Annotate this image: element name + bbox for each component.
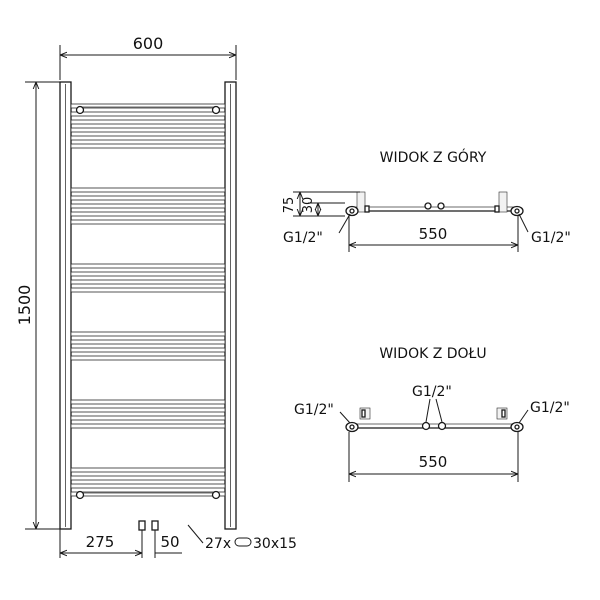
bottom-connector-left-label: G1/2" — [294, 402, 334, 418]
top-connector-left-leader — [338, 213, 351, 234]
bottom-right-bracket-slot — [501, 409, 506, 418]
heating-bar — [70, 219, 226, 225]
depth-inner-label: 30 — [301, 197, 316, 214]
tube-leader-line — [187, 524, 204, 544]
tube-count-label: 27x — [205, 536, 231, 552]
front-view: 600 1500 2 — [15, 34, 297, 558]
heating-bar — [70, 347, 226, 353]
bottom-right-endcap-inner — [514, 424, 520, 430]
heating-bar — [70, 491, 226, 497]
heating-bar — [70, 483, 226, 489]
bottom-connector-center-leader-left — [425, 398, 431, 423]
heating-bar — [70, 135, 226, 141]
connector-left-icon — [138, 520, 146, 531]
top-connector-left-label: G1/2" — [283, 230, 323, 246]
heating-bar — [70, 211, 226, 217]
heating-bars — [70, 103, 226, 497]
tube-size-label: 30x15 — [253, 536, 297, 552]
connector-right-icon — [151, 520, 159, 531]
heating-bar — [70, 423, 226, 429]
oval-tube-icon — [234, 537, 252, 547]
top-view: WIDOK Z GÓRY 75 30 550 G1/2" — [282, 148, 571, 252]
height-label: 1500 — [15, 285, 34, 326]
depth-outer-label: 75 — [282, 197, 297, 214]
heating-bar — [70, 279, 226, 285]
bottom-connectors — [138, 520, 159, 531]
heating-bar — [70, 467, 226, 473]
heating-bar — [70, 355, 226, 361]
top-connector-right-label: G1/2" — [531, 230, 571, 246]
top-mounting-brackets — [75, 105, 221, 115]
offset-label: 275 — [86, 533, 115, 551]
bottom-connector-center-label: G1/2" — [412, 384, 452, 400]
top-left-bracket-icon — [356, 191, 366, 213]
heating-bar — [70, 271, 226, 277]
top-right-endcap-inner — [514, 208, 520, 214]
bottom-valve-right-icon — [437, 421, 447, 431]
bottom-mounting-brackets — [75, 490, 221, 500]
heating-bar — [70, 399, 226, 405]
bottom-left-bracket-icon — [75, 490, 85, 500]
top-right-bracket-icon — [211, 105, 221, 115]
top-left-bracket-foot — [364, 205, 370, 213]
top-valve-left-icon — [424, 202, 432, 210]
top-right-bracket-foot — [494, 205, 500, 213]
heating-bar — [70, 127, 226, 133]
heating-bar — [70, 263, 226, 269]
heating-bar — [70, 339, 226, 345]
top-right-bracket-icon — [498, 191, 508, 213]
bottom-connector-right-leader — [518, 409, 529, 424]
bottom-right-bracket-icon — [211, 490, 221, 500]
bottom-view-title: WIDOK Z DOŁU — [379, 346, 486, 362]
bottom-connector-left-leader — [339, 411, 351, 424]
bottom-connector-right-label: G1/2" — [530, 400, 570, 416]
heating-bar — [70, 103, 226, 109]
heating-bar — [70, 407, 226, 413]
heating-bar — [70, 203, 226, 209]
spacing-label: 50 — [160, 533, 179, 551]
top-valve-right-icon — [437, 202, 445, 210]
heating-bar — [70, 195, 226, 201]
heating-bar — [70, 415, 226, 421]
bottom-left-endcap-inner — [349, 424, 355, 430]
bottom-left-bracket-slot — [361, 409, 366, 418]
top-left-bracket-icon — [75, 105, 85, 115]
heating-bar — [70, 187, 226, 193]
bottom-connector-center-leader-right — [435, 398, 443, 423]
heating-bar — [70, 287, 226, 293]
heating-bar — [70, 111, 226, 117]
heating-bar — [70, 119, 226, 125]
heating-bar — [70, 331, 226, 337]
top-left-endcap-inner — [349, 208, 355, 214]
heating-bar — [70, 143, 226, 149]
width-label: 600 — [133, 34, 164, 53]
bottom-view: WIDOK Z DOŁU G1/2" G1/2" G1/2" 550 — [294, 346, 570, 482]
top-view-title: WIDOK Z GÓRY — [380, 148, 487, 166]
top-connector-right-leader — [518, 213, 529, 233]
bottom-width-label: 550 — [419, 453, 448, 471]
bottom-valve-left-icon — [421, 421, 431, 431]
top-width-label: 550 — [419, 225, 448, 243]
heating-bar — [70, 475, 226, 481]
